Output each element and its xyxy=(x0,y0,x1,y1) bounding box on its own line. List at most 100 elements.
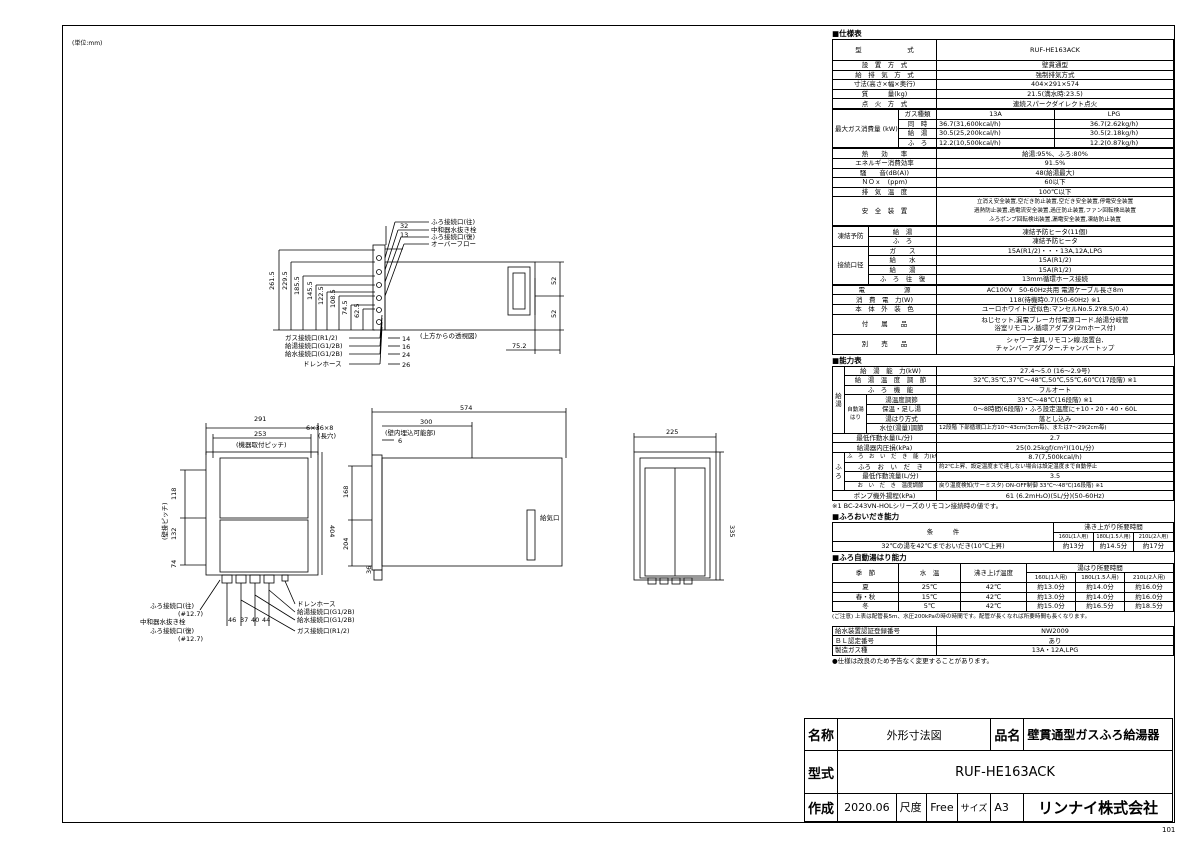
front-hot: 給湯接続口(G1/2B) xyxy=(297,607,355,616)
gas-unit: (kW) xyxy=(882,124,898,133)
table-row: 型式 RUF-HE163ACK xyxy=(803,750,1173,794)
scale-label: 尺度 xyxy=(895,792,928,823)
change-note: ●仕様は改良のため予告なく変更することがあります。 xyxy=(832,656,994,665)
dim-26: 26 xyxy=(402,361,410,369)
table-row: 作成 2020.06 尺度 Free サイズ A3 リンナイ株式会社 xyxy=(803,792,1173,823)
dim-52b: 52 xyxy=(550,310,558,318)
table-row: 安 全 装 置 立消え安全装置,空だき防止装置,空だき安全装置,停電安全装置 過… xyxy=(832,196,1174,227)
dim-74b: 74 xyxy=(170,560,178,568)
table-row: 給 排 気 方 式強制排気方式 xyxy=(832,69,1174,81)
table-row: お い だ き 温度調節戻り温度検知(サーミスタ) ON-OFF制御 33℃～4… xyxy=(833,480,1175,492)
dim-62: 62.5 xyxy=(353,304,361,318)
table-row: 本 体 外 装 色ユーロホワイト(近似色:マンセルNo.5.2Y8.5/0.4) xyxy=(832,304,1174,315)
table-row: 最低作動流量(L/分)3.5 xyxy=(833,471,1175,482)
dim-118: 118 xyxy=(170,488,178,500)
drawing-frame xyxy=(62,25,1175,823)
dim-185: 185.5 xyxy=(293,276,301,295)
table-row: 条 件沸き上がり所要時間 xyxy=(832,521,1175,543)
dim-291: 291 xyxy=(254,415,266,423)
safety-line: 立消え安全装置,空だき防止装置,空だき安全装置,停電安全装置 xyxy=(976,198,1134,205)
ability-header: ■能力表 xyxy=(832,355,862,365)
dim-46: 46 xyxy=(228,616,236,624)
dim-13: 13 xyxy=(400,231,408,239)
oidaki-table: 条 件沸き上がり所要時間 160L(1人用)180L(1.5人用)210L(2人… xyxy=(832,521,1175,552)
oidaki-header: ■ふろおいだき能力 xyxy=(832,511,900,521)
table-row: 点 火 方 式連続スパークダイレクト点火 xyxy=(832,98,1174,109)
accessory-line: 浴室リモコン,循環アダプタ(2mホース付) xyxy=(994,324,1116,333)
label-drain-plug: 中和器水抜き栓 xyxy=(431,225,477,234)
company-name: リンナイ株式会社 xyxy=(1023,792,1173,823)
gas-label: 最大ガス消費量 xyxy=(835,124,881,133)
dim-14: 14 xyxy=(402,335,410,343)
table-row: 最低作動水量(L/分)2.7 xyxy=(831,432,1175,444)
dim-37: 37 xyxy=(240,616,248,624)
dim-16: 16 xyxy=(402,343,410,351)
dim-74: 74.5 xyxy=(341,301,349,315)
front-furo-out: ふろ接続口(往) xyxy=(150,601,194,610)
dim-108: 108.5 xyxy=(329,289,337,308)
front-drain-plug: 中和器水抜き栓 xyxy=(140,617,186,626)
size-value: A3 xyxy=(990,792,1025,823)
dim-574: 574 xyxy=(460,404,472,412)
auto-note: (ご注意) 上表は配管長5m、水圧200kPaの時の時間です。配管が長くなれば所… xyxy=(832,613,1091,620)
table-row: 季 節水 温沸き上げ温度湯はり所要時間 xyxy=(832,562,1175,583)
table-row: 別 売 品 シャワー金具,リモコン線,設置台,チャンバーアダプター,チャンバート… xyxy=(832,333,1174,355)
dim-229: 229.5 xyxy=(281,271,289,290)
front-drain: ドレンホース xyxy=(297,600,336,608)
model-label: 型式 xyxy=(803,750,839,794)
table-row: ふろ お い だ き約2℃上昇、設定温度まで達しない場合は設定温度まで自動停止 xyxy=(833,461,1175,473)
option-line: チャンバーアダプター,チャンバートップ xyxy=(995,344,1115,353)
slot-note: (長穴) xyxy=(318,431,336,440)
dim-404: 404 xyxy=(328,525,336,537)
drawing-name: 外形寸法図 xyxy=(837,717,992,752)
safety-line: 過熱防止装置,過電流安全装置,過圧防止装置,ファン回転検出装置 xyxy=(974,207,1136,214)
dim-75: 75.2 xyxy=(512,342,526,350)
dim-24: 24 xyxy=(402,351,410,359)
side-view-drawing xyxy=(348,408,567,581)
table-row: 湯はり方式落とし込み xyxy=(833,413,1175,425)
page-code: 101 xyxy=(1162,826,1176,834)
option-line: シャワー金具,リモコン線,設置台, xyxy=(1006,335,1104,344)
dim-253: 253 xyxy=(254,430,266,438)
table-row: 給湯給 湯 能 力(kW)27.4～5.0 (16～2.9号) xyxy=(832,365,1175,434)
dim-36: 36 xyxy=(365,566,373,574)
spec-header: ■仕様表 xyxy=(832,29,862,38)
dim-204: 204 xyxy=(342,538,350,550)
title-block: 名称 外形寸法図 品名 壁貫通型ガスふろ給湯器 型式 RUF-HE163ACK … xyxy=(803,717,1173,823)
name-label: 名称 xyxy=(803,717,839,752)
dim-300: 300 xyxy=(420,418,432,426)
front-view-drawing xyxy=(180,423,323,632)
dim-261: 261.5 xyxy=(268,271,276,290)
dim-122: 122.5 xyxy=(317,286,325,305)
dim-44: 44 xyxy=(262,616,270,624)
label-gas: ガス接続口(R1/2) xyxy=(285,333,338,342)
label-water: 給水接続口(G1/2B) xyxy=(285,349,343,358)
table-row: 質 量(kg)21.5(満水時:23.5) xyxy=(832,88,1174,100)
dim-145: 145.5 xyxy=(306,281,314,300)
table-row: ポンプ機外揚程(kPa)61 (6.2mH₂O)(5L/分)(50-60Hz) xyxy=(831,490,1175,501)
label-drain: ドレンホース xyxy=(303,360,342,368)
table-row: 付 属 品 ねじセット,漏電ブレーカ付電源コード,給湯分岐管浴室リモコン,循環ア… xyxy=(832,313,1174,335)
safety-line: ふろポンプ回転検出装置,漏電安全装置,凍結防止装置 xyxy=(988,216,1122,223)
unit-note: (単位:mm) xyxy=(72,40,103,47)
upper-view-note: (上方からの透視図) xyxy=(420,331,477,340)
table-row: ふ ろ凍結予防ヒータ xyxy=(833,235,1174,247)
dim-132: 132 xyxy=(170,528,178,540)
table-row: 32℃の湯を42℃までおいだき(10℃上昇)約13分約14.5分約17分 xyxy=(832,541,1175,552)
